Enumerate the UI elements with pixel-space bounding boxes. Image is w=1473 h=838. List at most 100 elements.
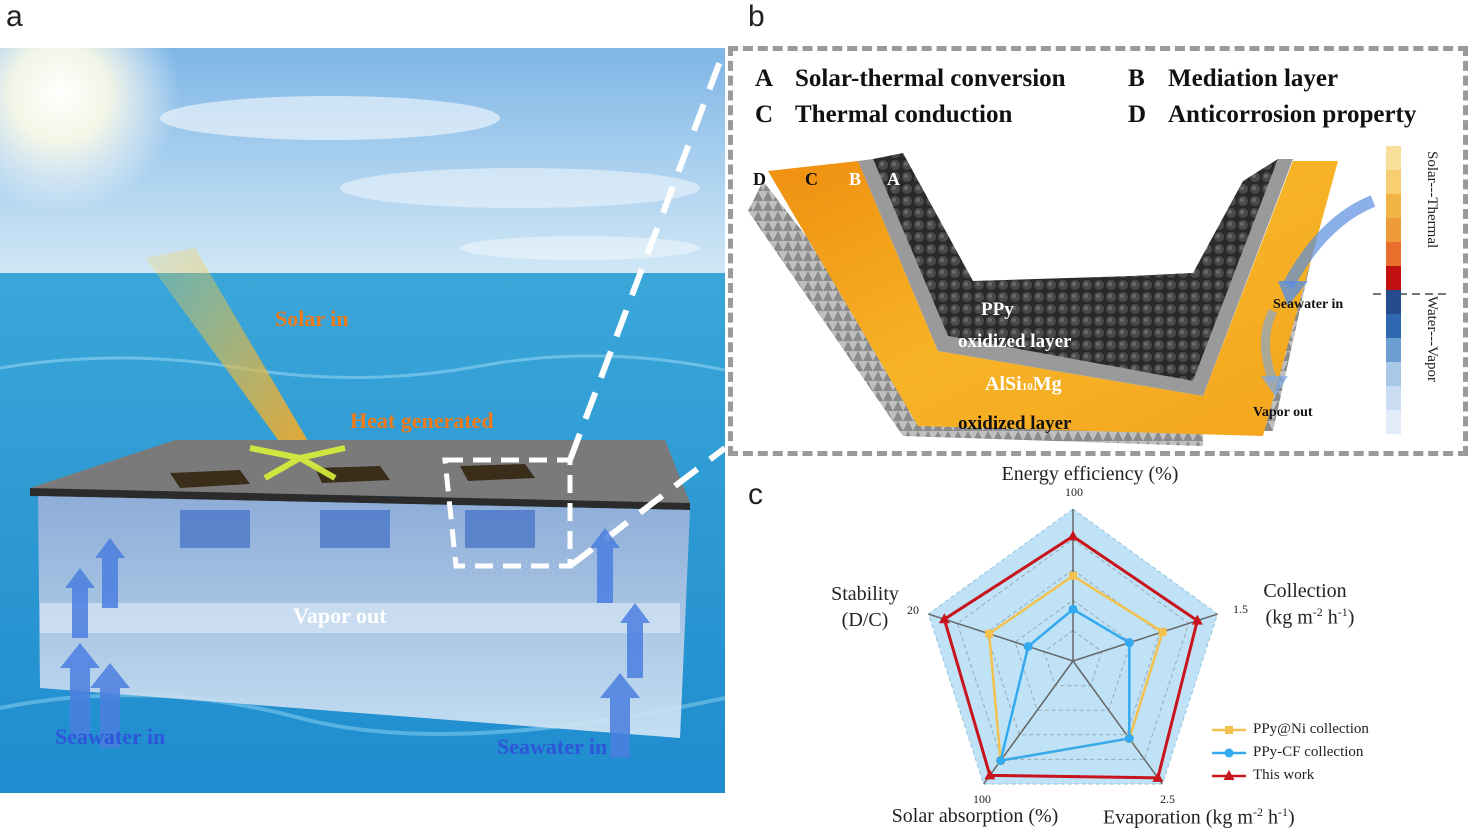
axis-title-evaporation: Evaporation (kg m-2 h-1) [1103,805,1343,830]
evaporation-unit-b: -2 [1252,805,1263,819]
legend-swatch-2 [1212,769,1246,780]
seawater-in-b-label: Seawater in [1273,297,1344,312]
series-2-point-4 [938,613,950,624]
axis-title-collection-2: (kg m-2 h-1) [1250,605,1370,630]
corner-label-c: C [805,169,818,189]
series-2-point-1 [1191,614,1203,625]
panel-c-radar-chart: Energy efficiency (%) Collection (kg m-2… [770,455,1470,833]
legend-entry-2: This work [1210,764,1369,787]
color-scale-bar [1386,146,1401,434]
tick-stability: 20 [907,603,919,617]
scale-swatch-11 [1386,410,1401,434]
axis-title-stability-2: (D/C) [841,609,889,631]
collection-unit-e: ) [1347,606,1355,629]
heat-generated-label: Heat generated [350,408,494,433]
alloy-end: Mg [1032,373,1062,395]
legend-key-d: D [1128,101,1147,128]
solar-in-label: Solar in [275,306,349,331]
tick-collection: 1.5 [1233,602,1248,616]
legend-entry-0: PPy@Ni collection [1210,718,1369,741]
evaporation-unit-a: (kg m [1205,806,1253,829]
scale-swatch-6 [1386,290,1401,314]
legend-key-b: B [1128,65,1145,92]
legend-label-1: PPy-CF collection [1253,744,1364,760]
vapor-out-b-label: Vapor out [1253,405,1313,420]
series-line-1 [998,607,1131,763]
legend-item-d: D Anticorrosion property [1128,101,1416,129]
legend-label-0: PPy@Ni collection [1253,721,1369,737]
series-2-point-3 [984,769,996,780]
scale-swatch-10 [1386,386,1401,410]
evaporation-unit-c: h [1267,806,1278,829]
axis-title-solar: Solar absorption (%) [891,805,1059,827]
radar-axis-2 [1072,660,1163,785]
corner-label-a: A [887,169,900,189]
series-1-point-4 [1023,641,1033,651]
collection-unit-b: -2 [1312,605,1323,619]
seawater-in-left-label: Seawater in [55,724,166,749]
radar-grid-ring-1 [1043,629,1103,687]
scale-swatch-2 [1386,194,1401,218]
ppy-label: PPy [981,299,1014,320]
series-2-point-2 [1152,771,1164,782]
series-0-point-1 [1158,627,1167,636]
scale-swatch-8 [1386,338,1401,362]
panel-a-letter: a [6,0,23,33]
ocean-scene [0,0,728,793]
legend-label-2: This work [1253,767,1315,783]
scale-swatch-4 [1386,242,1401,266]
evaporation-unit-d: -1 [1277,805,1288,819]
panel-c-letter: c [748,478,763,511]
series-line-2 [942,534,1200,780]
axis-title-stability-1: Stability [831,583,899,605]
panel-a-illustration: Solar in Heat generated Vapor out Seawat… [0,0,728,793]
alloy-label: AlSi10Mg [985,373,1062,396]
evaporation-name: Evaporation [1103,806,1201,829]
layer-diagram [748,153,1451,446]
axis-title-energy: Energy efficiency (%) [1001,463,1179,485]
oxidized-outer-label: oxidized layer [958,413,1072,434]
scale-swatch-3 [1386,218,1401,242]
legend-key-c: C [755,101,774,128]
legend-text-b: Mediation layer [1168,65,1339,92]
radar-axis-4 [928,613,1074,662]
legend-entry-1: PPy-CF collection [1210,741,1369,764]
series-1-point-0 [1068,604,1078,614]
legend-swatch-1 [1212,748,1246,757]
legend-item-c: C Thermal conduction [755,101,1012,129]
corner-label-d: D [753,169,766,189]
tick-evaporation: 2.5 [1160,792,1175,806]
series-2-point-0 [1067,530,1079,541]
tick-solar: 100 [973,792,991,806]
corner-label-b: B [849,169,862,189]
scale-bottom-label: Water---Vapor [1424,296,1440,382]
oxidized-inner-label: oxidized layer [958,331,1072,352]
seawater-in-right-label: Seawater in [497,734,608,759]
legend-item-b: B Mediation layer [1128,65,1338,93]
collection-unit-d: -1 [1337,605,1348,619]
collection-unit-a: (kg m [1265,606,1313,629]
series-1-point-2 [1124,733,1134,743]
scale-swatch-9 [1386,362,1401,386]
radar-grid-ring-3 [985,569,1161,736]
axis-title-collection-1: Collection [1263,580,1347,602]
series-0-point-4 [985,629,994,638]
radar-grid-ring-4 [956,538,1190,760]
tick-energy: 100 [1065,485,1083,499]
legend-text-a: Solar-thermal conversion [795,65,1066,92]
vapor-out-label: Vapor out [293,603,387,628]
series-0-point-0 [1069,571,1077,580]
alloy-sub: 10 [1021,381,1033,393]
panel-b-letter: b [748,0,765,33]
legend-text-c: Thermal conduction [795,101,1013,128]
alloy-main: AlSi [985,373,1022,395]
legend-text-d: Anticorrosion property [1168,101,1417,128]
radar-grid-ring-2 [1014,599,1132,711]
legend-swatch-0 [1212,725,1246,734]
scale-swatch-7 [1386,314,1401,338]
scale-swatch-5 [1386,266,1401,290]
radar-svg [927,508,1219,785]
